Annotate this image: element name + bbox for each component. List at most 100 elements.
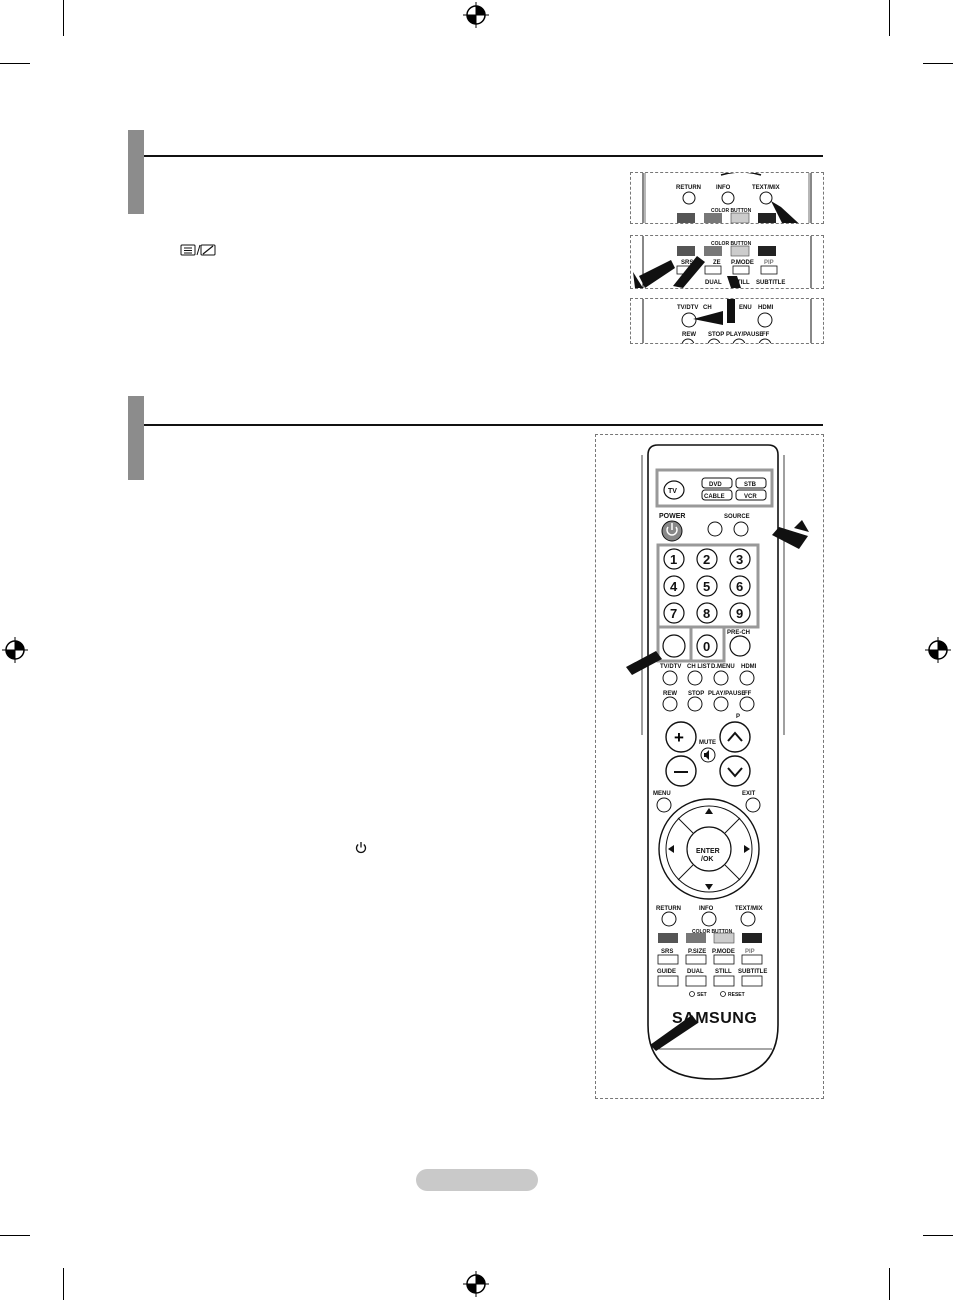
crop-mark bbox=[0, 1235, 30, 1236]
green-button[interactable] bbox=[704, 246, 722, 256]
ff-button[interactable] bbox=[758, 338, 772, 343]
green-button[interactable] bbox=[704, 213, 722, 223]
pmode-button[interactable] bbox=[732, 265, 750, 275]
psize-button[interactable] bbox=[704, 265, 722, 275]
yellow-button[interactable] bbox=[713, 932, 735, 944]
text-mix-button[interactable] bbox=[759, 191, 773, 205]
enter-label: ENTER bbox=[696, 848, 720, 855]
reset-button[interactable] bbox=[720, 991, 726, 997]
power-button[interactable] bbox=[661, 520, 683, 542]
info-button[interactable] bbox=[701, 911, 717, 927]
arrow-left-icon bbox=[668, 845, 674, 853]
pip-button[interactable] bbox=[760, 265, 778, 275]
psize-button[interactable] bbox=[685, 954, 707, 965]
digit-3-label: 3 bbox=[736, 552, 743, 567]
crop-mark bbox=[889, 1268, 890, 1300]
rew-button[interactable] bbox=[681, 338, 695, 343]
digit-3-button[interactable] bbox=[729, 548, 751, 570]
red-button[interactable] bbox=[677, 246, 695, 256]
menu-label: MENU bbox=[653, 791, 671, 797]
digit-0-button[interactable] bbox=[696, 634, 718, 658]
p-label: P bbox=[736, 714, 740, 720]
pip-button[interactable] bbox=[741, 954, 763, 965]
rew-button[interactable] bbox=[662, 696, 678, 712]
vcr-button[interactable] bbox=[735, 489, 767, 501]
prech-button[interactable] bbox=[729, 635, 751, 657]
ok-label: /OK bbox=[701, 856, 713, 863]
blue-button[interactable] bbox=[742, 933, 762, 943]
dvd-button[interactable] bbox=[701, 477, 733, 489]
digit-5-button[interactable] bbox=[696, 575, 718, 597]
tv-button[interactable] bbox=[663, 480, 685, 500]
hdmi-button[interactable] bbox=[757, 312, 773, 328]
dual-button[interactable] bbox=[685, 975, 707, 987]
prech-label: PRE-CH bbox=[727, 630, 750, 636]
hdmi-button[interactable] bbox=[739, 670, 755, 686]
panel3-tvdtv-label: TV/DTV bbox=[677, 305, 698, 311]
source-label: SOURCE bbox=[724, 514, 750, 520]
digit-1-label: 1 bbox=[670, 552, 677, 567]
info-button[interactable] bbox=[721, 191, 735, 205]
return-button[interactable] bbox=[682, 191, 696, 205]
playpause-button[interactable] bbox=[732, 338, 746, 343]
tvdtv-button[interactable] bbox=[662, 670, 678, 686]
stop-button[interactable] bbox=[707, 338, 721, 343]
channel-up-button[interactable] bbox=[719, 721, 751, 753]
dmenu-button[interactable] bbox=[713, 670, 729, 686]
digit-2-label: 2 bbox=[703, 552, 710, 567]
panel2-dual-label: DUAL bbox=[705, 280, 722, 286]
dash-button[interactable] bbox=[662, 634, 686, 658]
tvdtv-button[interactable] bbox=[681, 312, 697, 328]
ff-button[interactable] bbox=[739, 696, 755, 712]
srs-button[interactable] bbox=[657, 954, 679, 965]
menu-button[interactable] bbox=[656, 797, 672, 813]
yellow-button[interactable] bbox=[730, 212, 750, 223]
digit-1-button[interactable] bbox=[663, 548, 685, 570]
exit-button[interactable] bbox=[745, 797, 761, 813]
digit-6-button[interactable] bbox=[729, 575, 751, 597]
subtitle-button[interactable] bbox=[741, 975, 763, 987]
digit-4-label: 4 bbox=[670, 579, 678, 594]
red-button[interactable] bbox=[658, 933, 678, 943]
digit-0-label: 0 bbox=[703, 639, 710, 654]
panel2-color-label: COLOR BUTTON bbox=[711, 241, 752, 247]
dvd-label: DVD bbox=[709, 482, 722, 488]
stop-button[interactable] bbox=[687, 696, 703, 712]
stb-button[interactable] bbox=[735, 477, 767, 489]
digit-9-button[interactable] bbox=[729, 602, 751, 624]
text-mix-button[interactable] bbox=[740, 911, 756, 927]
pmode-label: P.MODE bbox=[712, 949, 735, 955]
return-button[interactable] bbox=[661, 911, 677, 927]
green-button[interactable] bbox=[686, 933, 706, 943]
registration-mark-icon bbox=[463, 1271, 489, 1297]
enter-ok-button[interactable] bbox=[686, 826, 732, 872]
guide-label: GUIDE bbox=[657, 969, 676, 975]
power-label: POWER bbox=[659, 513, 685, 520]
digit-7-button[interactable] bbox=[663, 602, 685, 624]
playpause-label: PLAY/PAUSE bbox=[708, 691, 745, 697]
pointer-arrow-icon bbox=[727, 299, 735, 323]
still-button[interactable] bbox=[713, 975, 735, 987]
textmix-label: TEXT/MIX bbox=[735, 906, 763, 912]
yellow-button[interactable] bbox=[730, 245, 750, 257]
red-button[interactable] bbox=[677, 213, 695, 223]
digit-8-button[interactable] bbox=[696, 602, 718, 624]
channel-down-button[interactable] bbox=[719, 755, 751, 787]
blue-button[interactable] bbox=[758, 213, 776, 223]
set-button[interactable] bbox=[689, 991, 695, 997]
digit-4-button[interactable] bbox=[663, 575, 685, 597]
volume-up-button[interactable] bbox=[665, 721, 697, 753]
blue-button[interactable] bbox=[758, 246, 776, 256]
guide-button[interactable] bbox=[657, 975, 679, 987]
cable-button[interactable] bbox=[701, 489, 733, 501]
playpause-button[interactable] bbox=[713, 696, 729, 712]
light-button[interactable] bbox=[707, 521, 723, 537]
tvdtv-label: TV/DTV bbox=[660, 664, 681, 670]
digit-2-button[interactable] bbox=[696, 548, 718, 570]
pmode-button[interactable] bbox=[713, 954, 735, 965]
chlist-button[interactable] bbox=[687, 670, 703, 686]
color-button-label: COLOR BUTTON bbox=[692, 929, 733, 935]
source-button[interactable] bbox=[733, 521, 749, 537]
return-label: RETURN bbox=[656, 906, 681, 912]
